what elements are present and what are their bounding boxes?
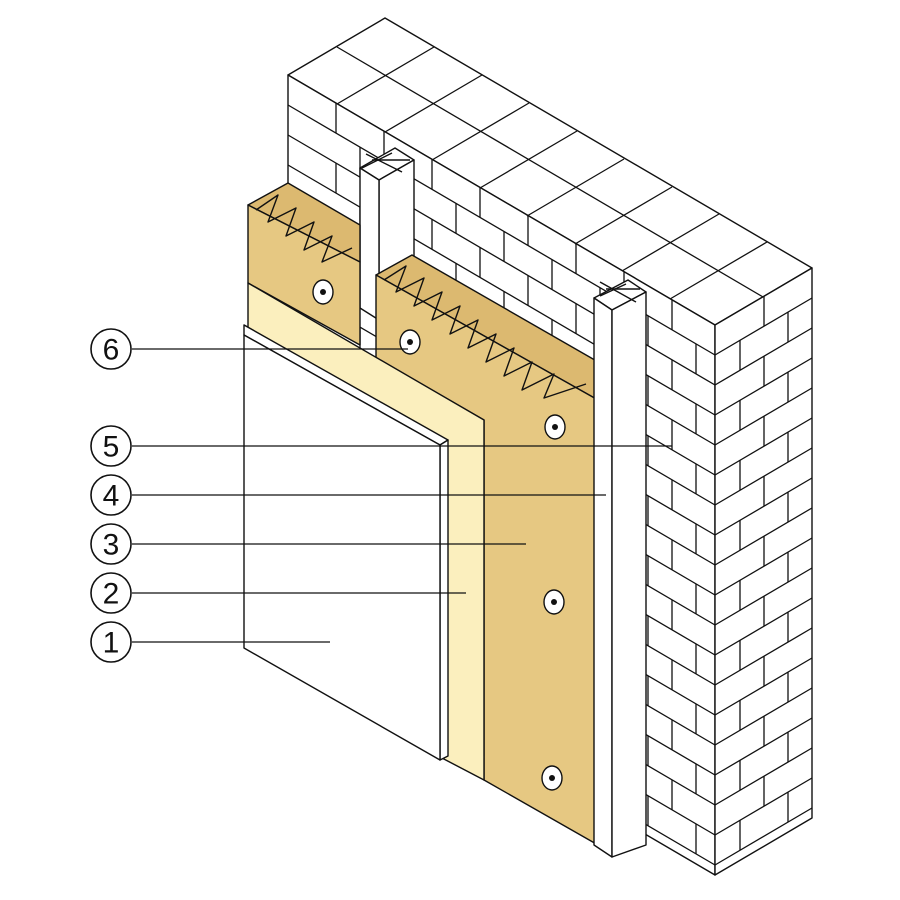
panel-board — [243, 324, 449, 761]
batten-left — [359, 147, 415, 321]
callout-6: 6 — [90, 328, 408, 370]
callout-1: 1 — [90, 621, 330, 663]
callout-4: 4 — [90, 474, 606, 516]
insulation-dowel — [399, 329, 421, 355]
callout-1-label: 1 — [103, 627, 120, 660]
callout-6-label: 6 — [103, 334, 120, 367]
callout-3: 3 — [90, 523, 526, 565]
callout-2-label: 2 — [103, 578, 120, 611]
insulation-dowel — [312, 279, 334, 305]
callout-4-label: 4 — [103, 480, 120, 513]
callout-2: 2 — [90, 572, 466, 614]
callout-5-label: 5 — [103, 431, 120, 464]
callout-5: 5 — [90, 425, 672, 467]
brick-side-courses — [714, 296, 813, 866]
brick-top-joints — [336, 46, 768, 300]
insulation-dowel — [543, 589, 565, 615]
batten-right — [593, 279, 647, 858]
brick-wall-side-face — [714, 267, 813, 876]
insulation-slab-left — [247, 182, 361, 346]
insulation-dowel — [541, 765, 563, 791]
insulation-dowel — [544, 414, 566, 440]
callout-3-label: 3 — [103, 529, 120, 562]
